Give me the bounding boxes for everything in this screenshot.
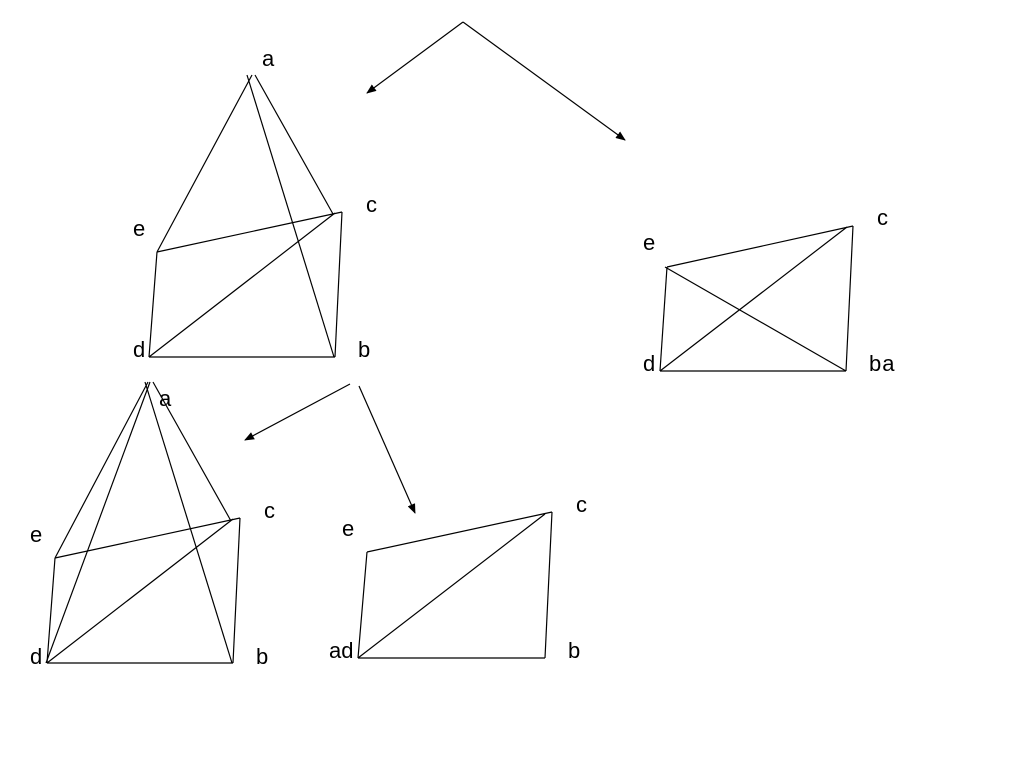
edge-e-d	[659, 266, 668, 372]
label-c: c	[264, 498, 275, 523]
edge-c-b	[845, 225, 854, 372]
label-a: a	[159, 386, 172, 411]
label-b: b	[568, 638, 581, 663]
label-d: d	[643, 351, 656, 376]
figure-quad-right	[659, 225, 854, 372]
label-c: c	[877, 205, 888, 230]
edge-d-c	[357, 513, 546, 659]
edge-e-d	[46, 557, 56, 664]
edge-e-c	[54, 517, 241, 559]
edge-e-c	[156, 211, 343, 253]
arrows	[244, 21, 626, 514]
arrow-top-right	[462, 21, 626, 141]
label-b: ba	[869, 351, 896, 376]
label-e: e	[30, 522, 43, 547]
figure-pyramid-bottom	[45, 381, 241, 664]
label-a: a	[262, 46, 275, 71]
label-e: e	[643, 230, 656, 255]
label-d: d	[133, 337, 146, 362]
label-e: e	[342, 516, 355, 541]
edge-e-d	[148, 251, 158, 358]
label-d: ad	[329, 638, 354, 663]
figure-quad-bottom	[357, 511, 553, 659]
edge-e-c	[666, 225, 854, 268]
label-d: d	[30, 644, 43, 669]
edge-a-c	[254, 74, 334, 215]
edge-c-b	[334, 211, 343, 358]
figure-pyramid-top	[148, 74, 343, 358]
edge-a-d	[45, 381, 151, 664]
edge-e-d	[357, 551, 368, 659]
edge-a-e	[54, 381, 149, 559]
edge-c-b	[232, 517, 241, 664]
edge-d-c	[659, 226, 848, 372]
edge-e-c	[366, 511, 553, 553]
label-c: c	[366, 192, 377, 217]
label-b: b	[256, 644, 269, 669]
edge-a-b	[144, 381, 233, 664]
arrow-mid-left	[244, 383, 351, 441]
edge-e-b	[664, 266, 847, 372]
edge-d-c	[148, 212, 336, 358]
edge-c-b	[544, 511, 553, 659]
edge-a-e	[156, 74, 253, 253]
label-b: b	[358, 337, 371, 362]
edge-a-c	[152, 381, 232, 522]
arrow-mid-right	[358, 385, 416, 514]
edge-a-b	[246, 74, 335, 358]
label-c: c	[576, 492, 587, 517]
label-e: e	[133, 216, 146, 241]
arrow-top-left	[366, 21, 464, 94]
edge-d-c	[46, 518, 234, 664]
